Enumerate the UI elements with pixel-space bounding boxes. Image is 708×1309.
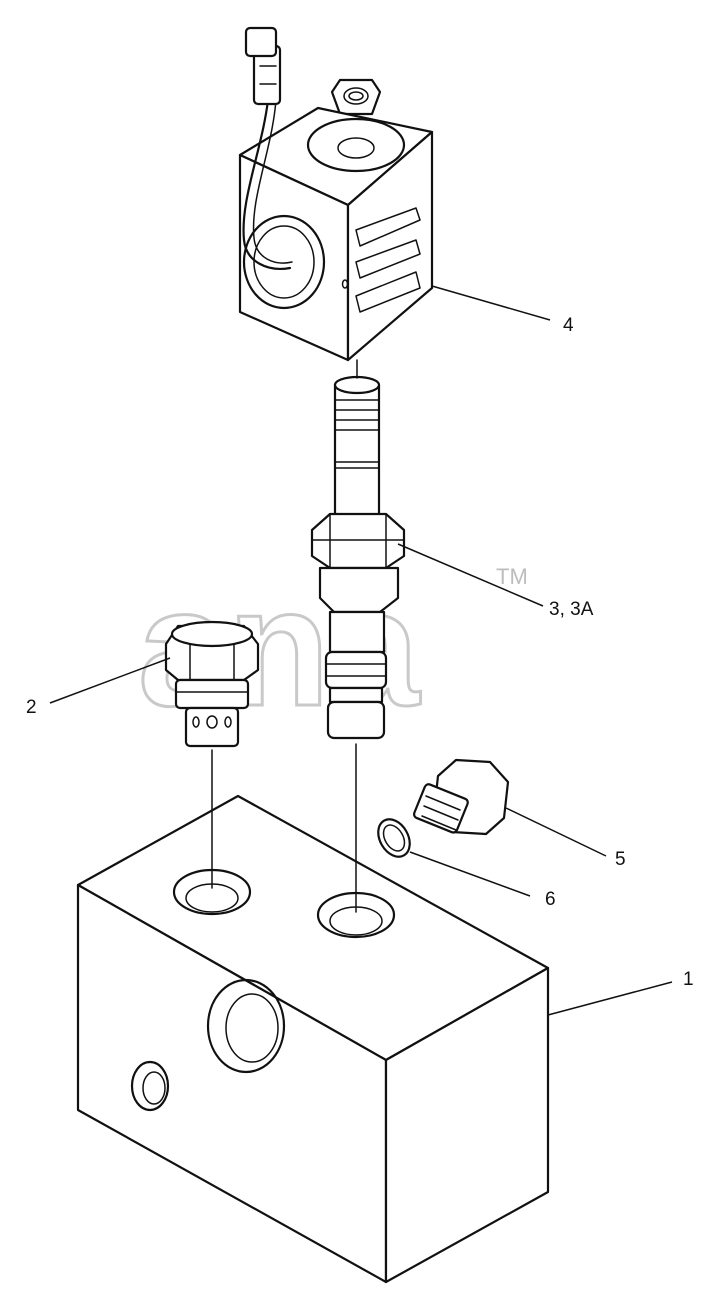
watermark-trademark: TM xyxy=(496,564,528,589)
callout-3: 3, 3A xyxy=(549,599,594,620)
callout-1: 1 xyxy=(683,969,694,990)
assembly-lines xyxy=(211,359,358,913)
leader-lines xyxy=(49,285,673,1016)
callout-2: 2 xyxy=(26,697,37,718)
part-2-check-valve xyxy=(164,620,260,748)
part-4-solenoid-coil xyxy=(238,26,434,362)
part-3-cartridge-valve xyxy=(310,375,406,740)
callout-5: 5 xyxy=(615,849,626,870)
part-1-manifold-block xyxy=(76,794,550,1284)
callout-4: 4 xyxy=(563,315,574,336)
callout-6: 6 xyxy=(545,889,556,910)
part-5-plug xyxy=(412,758,510,836)
part-6-o-ring xyxy=(377,818,411,858)
callout-labels: 1 2 3, 3A 4 5 6 xyxy=(26,315,694,990)
